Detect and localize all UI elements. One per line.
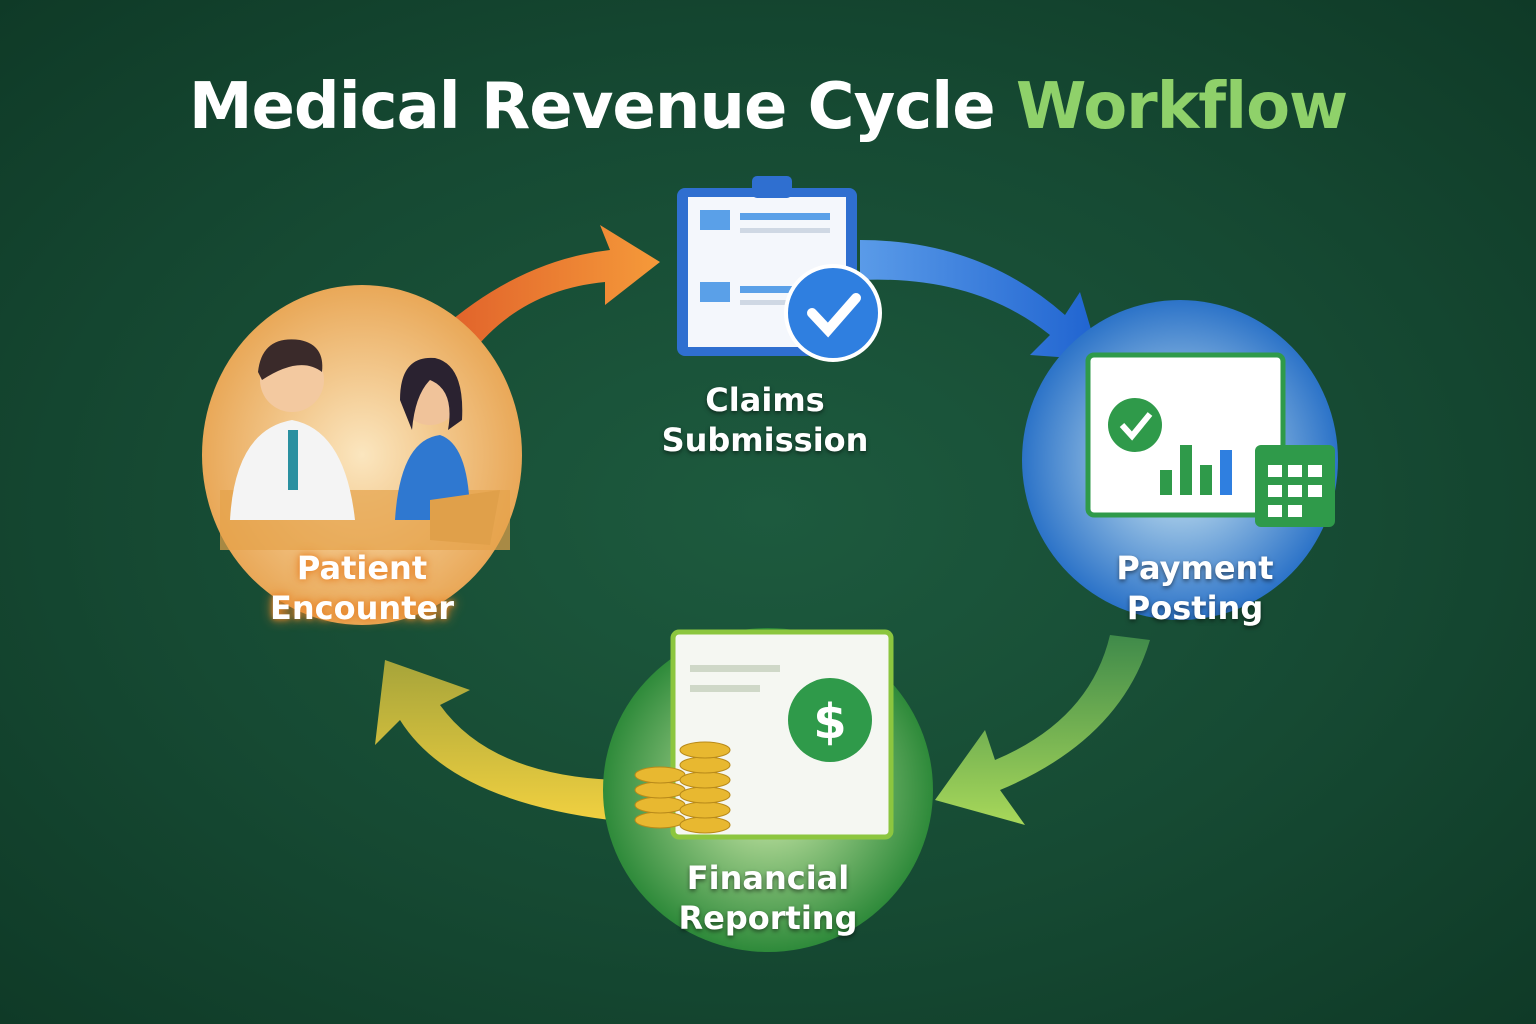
title-accent: Workflow (1015, 70, 1348, 144)
dollar-report-icon: $ (603, 628, 933, 952)
step-label-line1: Payment (1116, 549, 1274, 587)
arrow-payment-to-reporting (935, 635, 1150, 825)
doctor-patient-icon (202, 285, 522, 625)
arrow-reporting-to-encounter (375, 660, 615, 820)
page-title: Medical Revenue Cycle Workflow (0, 70, 1536, 144)
clipboard-check-icon (677, 176, 882, 362)
step-label-line2: Reporting (678, 899, 858, 937)
arrow-claims-to-payment (860, 240, 1100, 360)
step-label-line2: Submission (661, 421, 869, 459)
step-label-line1: Claims (705, 381, 825, 419)
step-label-line1: Patient (296, 549, 428, 587)
step-label-line2: Encounter (270, 589, 454, 627)
chart-calendar-icon (1022, 300, 1338, 620)
arrow-encounter-to-claims (440, 225, 660, 355)
title-main: Medical Revenue Cycle (188, 70, 996, 144)
step-label-line2: Posting (1126, 589, 1264, 627)
dollar-sign: $ (813, 694, 846, 750)
step-label-line1: Financial (686, 859, 850, 897)
